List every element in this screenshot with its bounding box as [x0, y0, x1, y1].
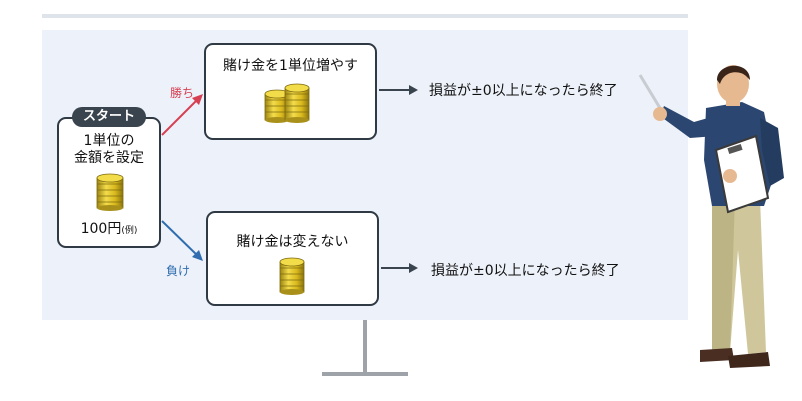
start-description: 1単位の 金額を設定	[57, 133, 161, 167]
presenter-illustration	[638, 65, 784, 368]
whiteboard-stand-pole	[363, 320, 367, 372]
start-amount: 100円(例)	[57, 218, 161, 238]
win-box-title: 賭け金を1単位増やす	[223, 58, 358, 74]
arrow-lose-result	[381, 263, 418, 273]
arrow-to-lose	[161, 220, 203, 261]
win-coin-stack-icon	[264, 83, 310, 123]
whiteboard-frame-top	[42, 14, 688, 18]
start-badge: スタート	[72, 107, 146, 127]
clipboard-icon	[714, 134, 770, 214]
start-coin-stack-icon	[96, 173, 124, 211]
win-result-text: 損益が±0以上になったら終了	[429, 83, 618, 99]
lose-result-text: 損益が±0以上になったら終了	[431, 263, 620, 279]
start-amount-note: (例)	[121, 226, 138, 236]
arrow-win-result	[379, 85, 418, 95]
start-line-1: 1単位の	[83, 133, 135, 149]
start-amount-value: 100円	[80, 221, 122, 237]
whiteboard-stand-base	[322, 372, 408, 376]
lose-label: 負け	[166, 264, 191, 278]
arrow-to-win	[161, 94, 203, 136]
lose-box-title: 賭け金は変えない	[236, 234, 349, 250]
start-line-2: 金額を設定	[74, 150, 144, 166]
whiteboard-frame-strip	[42, 18, 688, 30]
lose-coin-stack-icon	[279, 257, 305, 295]
win-label: 勝ち	[170, 86, 195, 100]
